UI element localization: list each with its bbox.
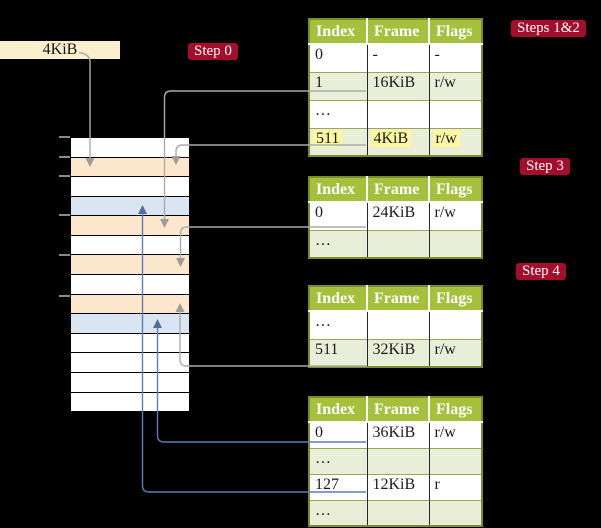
table-cell xyxy=(366,499,429,526)
table-cell: 511 xyxy=(309,127,367,156)
memory-frame-row xyxy=(71,392,189,412)
table-row: 1 16KiB r/w xyxy=(309,71,482,100)
table-row: … xyxy=(309,229,482,258)
tick-mark xyxy=(59,136,70,138)
memory-frame-row xyxy=(71,372,189,393)
table-cell: 511 xyxy=(309,338,367,367)
table-cell: … xyxy=(315,313,331,330)
tick-mark xyxy=(59,295,70,297)
memory-frame-row xyxy=(71,138,189,158)
table-cell: r/w xyxy=(428,422,482,448)
table-header-row: Index Frame Flags xyxy=(309,177,482,203)
highlight-value: r/w xyxy=(432,129,460,147)
table-cell: 0 xyxy=(315,204,323,221)
col-header-index: Index xyxy=(309,286,367,312)
col-header-flags: Flags xyxy=(428,286,482,312)
table-row: 0 24KiB r/w xyxy=(309,202,482,230)
memory-frame-row xyxy=(71,275,189,295)
col-header-index: Index xyxy=(309,177,367,203)
memory-frame-row xyxy=(71,314,189,334)
table-cell xyxy=(428,447,482,474)
highlight-value: 4KiB xyxy=(370,129,412,147)
memory-frame-row xyxy=(71,294,189,315)
memory-frame-row xyxy=(71,216,189,236)
table-header-row: Index Frame Flags xyxy=(309,397,482,423)
table-cell: … xyxy=(309,499,367,526)
table-cell: 0 xyxy=(315,46,323,63)
table-cell: 4KiB xyxy=(366,127,429,156)
table-cell: 12KiB xyxy=(366,473,429,500)
table-cell xyxy=(428,229,482,258)
table-cell xyxy=(366,229,429,258)
table-header-row: Index Frame Flags xyxy=(309,286,482,312)
page-table-steps-1-2: Index Frame Flags 0 - - 1 16KiB r/w … 51… xyxy=(308,18,483,157)
col-header-frame: Frame xyxy=(366,19,429,45)
size-label-box: 4KiB xyxy=(0,41,120,59)
col-header-flags: Flags xyxy=(428,19,482,45)
memory-frame-row xyxy=(71,177,189,197)
memory-strip xyxy=(70,137,190,412)
table-row: 511 32KiB r/w xyxy=(309,338,482,367)
badge-step-0: Step 0 xyxy=(188,43,238,60)
table-row: … xyxy=(309,99,482,128)
table-row: … xyxy=(309,311,482,339)
col-header-flags: Flags xyxy=(428,177,482,203)
col-header-frame: Frame xyxy=(366,177,429,203)
memory-frame-row xyxy=(71,196,189,217)
table-cell: … xyxy=(309,99,367,128)
table-row: 0 36KiB r/w xyxy=(309,422,482,448)
table-cell: r/w xyxy=(428,202,482,230)
table-cell: - xyxy=(428,44,482,72)
table-cell: r xyxy=(428,473,482,500)
memory-frame-row xyxy=(71,157,189,178)
table-cell: 16KiB xyxy=(366,71,429,100)
tick-mark xyxy=(59,156,70,158)
table-cell: 0 xyxy=(315,424,323,441)
table-header-row: Index Frame Flags xyxy=(309,19,482,45)
table-cell: - xyxy=(366,44,429,72)
table-cell: r/w xyxy=(428,338,482,367)
memory-frame-row xyxy=(71,353,189,373)
memory-frame-row xyxy=(71,333,189,354)
table-cell xyxy=(428,99,482,128)
col-header-flags: Flags xyxy=(428,397,482,423)
table-cell: 127 xyxy=(309,473,367,500)
badge-steps-1-2: Steps 1&2 xyxy=(511,20,586,37)
badge-step-4: Step 4 xyxy=(516,263,566,280)
table-cell: … xyxy=(309,447,367,474)
table-row: 127 12KiB r xyxy=(309,473,482,500)
table-cell: 1 xyxy=(309,71,367,100)
table-row: … xyxy=(309,499,482,526)
col-header-index: Index xyxy=(309,19,367,45)
table-cell: 32KiB xyxy=(366,338,429,367)
table-cell xyxy=(428,311,482,339)
col-header-frame: Frame xyxy=(366,286,429,312)
col-header-frame: Frame xyxy=(366,397,429,423)
table-cell xyxy=(428,499,482,526)
table-cell: … xyxy=(309,229,367,258)
table-row: … xyxy=(309,447,482,474)
table-cell: r/w xyxy=(428,127,482,156)
page-table-step-4: Index Frame Flags … 511 32KiB r/w xyxy=(308,285,483,368)
memory-frame-row xyxy=(71,235,189,256)
table-cell xyxy=(366,311,429,339)
col-header-index: Index xyxy=(309,397,367,423)
table-cell xyxy=(366,99,429,128)
tick-mark xyxy=(59,214,70,216)
table-row-highlighted: 511 4KiB r/w xyxy=(309,127,482,156)
tick-mark xyxy=(59,175,70,177)
table-cell: 36KiB xyxy=(366,422,429,448)
page-table-step-3: Index Frame Flags 0 24KiB r/w … xyxy=(308,176,483,259)
table-row: 0 - - xyxy=(309,44,482,72)
badge-step-3: Step 3 xyxy=(520,158,570,175)
table-cell xyxy=(366,447,429,474)
table-cell: r/w xyxy=(428,71,482,100)
page-table-bottom: Index Frame Flags 0 36KiB r/w … 127 12Ki… xyxy=(308,396,483,527)
highlight-value: 511 xyxy=(313,129,343,147)
tick-mark xyxy=(59,254,70,256)
memory-frame-row xyxy=(71,255,189,276)
table-cell: 24KiB xyxy=(366,202,429,230)
